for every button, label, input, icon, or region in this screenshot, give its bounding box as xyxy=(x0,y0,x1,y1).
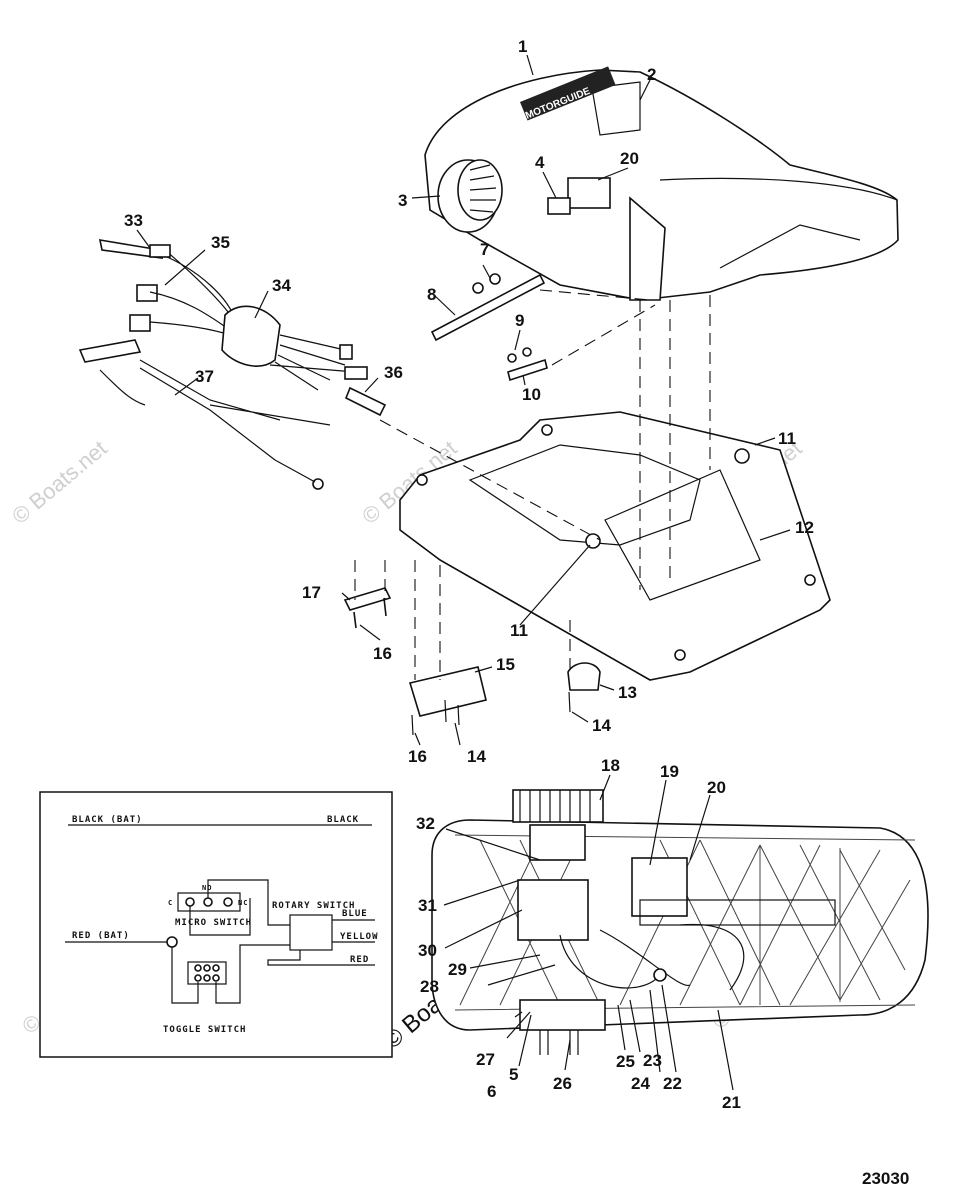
callout-14-bottom: 14 xyxy=(467,747,486,766)
label-red-bat: RED (BAT) xyxy=(72,931,130,941)
label-rotary-switch: ROTARY SWITCH xyxy=(272,901,355,911)
callout-31: 31 xyxy=(418,896,437,915)
callout-11-left: 11 xyxy=(510,621,528,640)
callout-32: 32 xyxy=(416,814,435,833)
callout-7: 7 xyxy=(480,240,489,259)
callout-29: 29 xyxy=(448,960,467,979)
callout-14-right: 14 xyxy=(592,716,611,735)
callout-1: 1 xyxy=(518,37,527,56)
rotary-switch-part xyxy=(517,879,589,941)
callout-5: 5 xyxy=(509,1065,518,1084)
label-blue: BLUE xyxy=(342,909,368,919)
callout-12: 12 xyxy=(795,518,814,537)
wire-harness xyxy=(78,239,387,490)
label-yellow: YELLOW xyxy=(340,932,379,942)
pin-c: C xyxy=(168,899,173,907)
pin-parts xyxy=(430,273,656,382)
callout-18: 18 xyxy=(601,756,620,775)
leader-lines xyxy=(136,54,791,1091)
toggle-switch-bottom xyxy=(519,999,606,1031)
callout-28: 28 xyxy=(420,977,439,996)
pin-no: NO xyxy=(202,884,212,892)
callout-24: 24 xyxy=(631,1074,650,1093)
callout-34: 34 xyxy=(272,276,291,295)
knob-bottom xyxy=(512,789,604,823)
callout-11-right: 11 xyxy=(778,429,796,448)
callout-22: 22 xyxy=(663,1074,682,1093)
cover-bottom-view xyxy=(431,789,929,1055)
toggle-switch-part xyxy=(567,177,611,209)
callout-8: 8 xyxy=(427,285,436,304)
callout-13: 13 xyxy=(618,683,637,702)
top-cover: MOTORGUIDE xyxy=(424,66,899,301)
callout-33: 33 xyxy=(124,211,143,230)
callout-9: 9 xyxy=(515,311,524,330)
callout-30: 30 xyxy=(418,941,437,960)
label-black-bat: BLACK (BAT) xyxy=(72,815,143,825)
wiring-diagram: BLACK (BAT) BLACK C NO NC MICRO SWITCH R… xyxy=(39,791,393,1058)
callout-35: 35 xyxy=(211,233,230,252)
callout-20-top: 20 xyxy=(620,149,639,168)
callout-37: 37 xyxy=(195,367,214,386)
label-black: BLACK xyxy=(327,815,359,825)
callout-36: 36 xyxy=(384,363,403,382)
label-red: RED xyxy=(350,955,369,965)
lower-parts xyxy=(343,560,601,736)
callout-3: 3 xyxy=(398,191,407,210)
callout-16-left: 16 xyxy=(373,644,392,663)
label-micro-switch: MICRO SWITCH xyxy=(175,918,252,928)
callout-10: 10 xyxy=(522,385,541,404)
callout-27: 27 xyxy=(476,1050,495,1069)
callouts: 1 2 3 4 20 33 35 34 7 8 9 10 37 36 11 12… xyxy=(124,37,814,1112)
callout-26: 26 xyxy=(553,1074,572,1093)
base-plate xyxy=(379,295,831,681)
pin-nc: NC xyxy=(238,899,248,907)
harness-sleeve xyxy=(221,305,281,367)
callout-19: 19 xyxy=(660,762,679,781)
callout-21: 21 xyxy=(722,1093,741,1112)
diagram-number: 23030 xyxy=(862,1169,909,1188)
callout-4: 4 xyxy=(535,153,545,172)
micro-switch-part xyxy=(631,857,688,917)
label-toggle-switch: TOGGLE SWITCH xyxy=(163,1025,246,1035)
callout-20-bottom: 20 xyxy=(707,778,726,797)
callout-6: 6 xyxy=(487,1082,496,1101)
watermark: © Boats.net xyxy=(7,436,111,529)
callout-16-bottom: 16 xyxy=(408,747,427,766)
callout-25: 25 xyxy=(616,1052,635,1071)
callout-23: 23 xyxy=(643,1051,662,1070)
callout-2: 2 xyxy=(647,65,656,84)
callout-17: 17 xyxy=(302,583,321,602)
callout-15: 15 xyxy=(496,655,515,674)
